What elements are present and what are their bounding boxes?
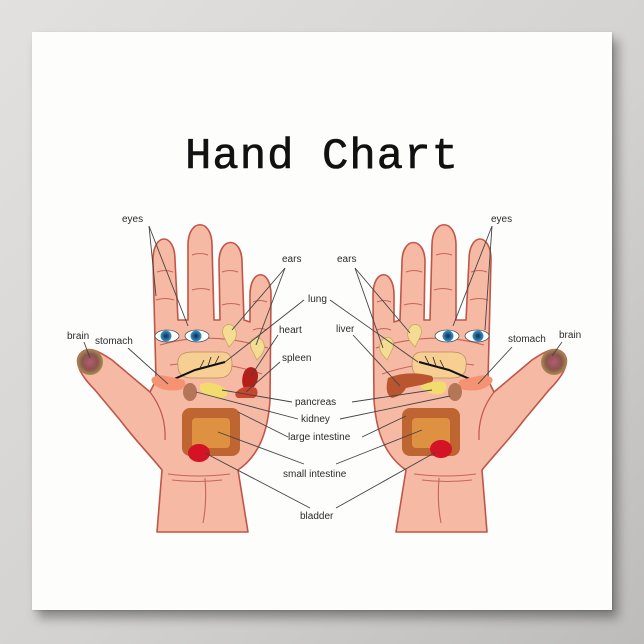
left-ears-icon [222,324,265,361]
label-left-eyes: eyes [122,214,143,225]
label-small-intestine: small intestine [283,469,347,480]
label-lung: lung [308,294,327,305]
right-kidney-icon [448,383,462,401]
label-kidney: kidney [301,414,330,425]
label-right-brain: brain [559,330,581,341]
leader-lines [83,225,563,509]
right-eyes-icon [434,329,490,343]
right-hand [372,224,568,533]
label-left-stomach: stomach [95,336,133,347]
left-small-intestine-icon [192,418,230,448]
right-stomach-icon [458,375,493,391]
label-left-heart: heart [279,325,302,336]
label-bladder: bladder [300,511,334,522]
left-heart-icon [242,367,258,392]
left-hand [76,224,272,533]
left-bladder-icon [188,444,210,462]
left-pancreas-icon [200,382,228,398]
brain-icon [541,349,567,375]
label-right-ears: ears [337,254,356,265]
labels: eyes ears brain stomach heart spleen lun… [67,214,581,522]
left-stomach-icon [151,375,186,391]
right-ears-icon [379,324,422,361]
poster-title: Hand Chart [184,132,460,183]
label-left-brain: brain [67,331,89,342]
label-left-spleen: spleen [282,353,311,364]
brain-icon [77,349,103,375]
label-right-stomach: stomach [508,334,546,345]
poster: Hand Chart [32,32,612,610]
label-pancreas: pancreas [295,397,336,408]
right-liver-icon [386,373,434,398]
label-large-intestine: large intestine [288,432,351,443]
left-eyes-icon [154,329,210,343]
label-right-eyes: eyes [491,214,512,225]
label-left-ears: ears [282,254,301,265]
left-kidney-icon [183,383,197,401]
label-right-liver: liver [336,324,355,335]
right-bladder-icon [430,440,452,458]
